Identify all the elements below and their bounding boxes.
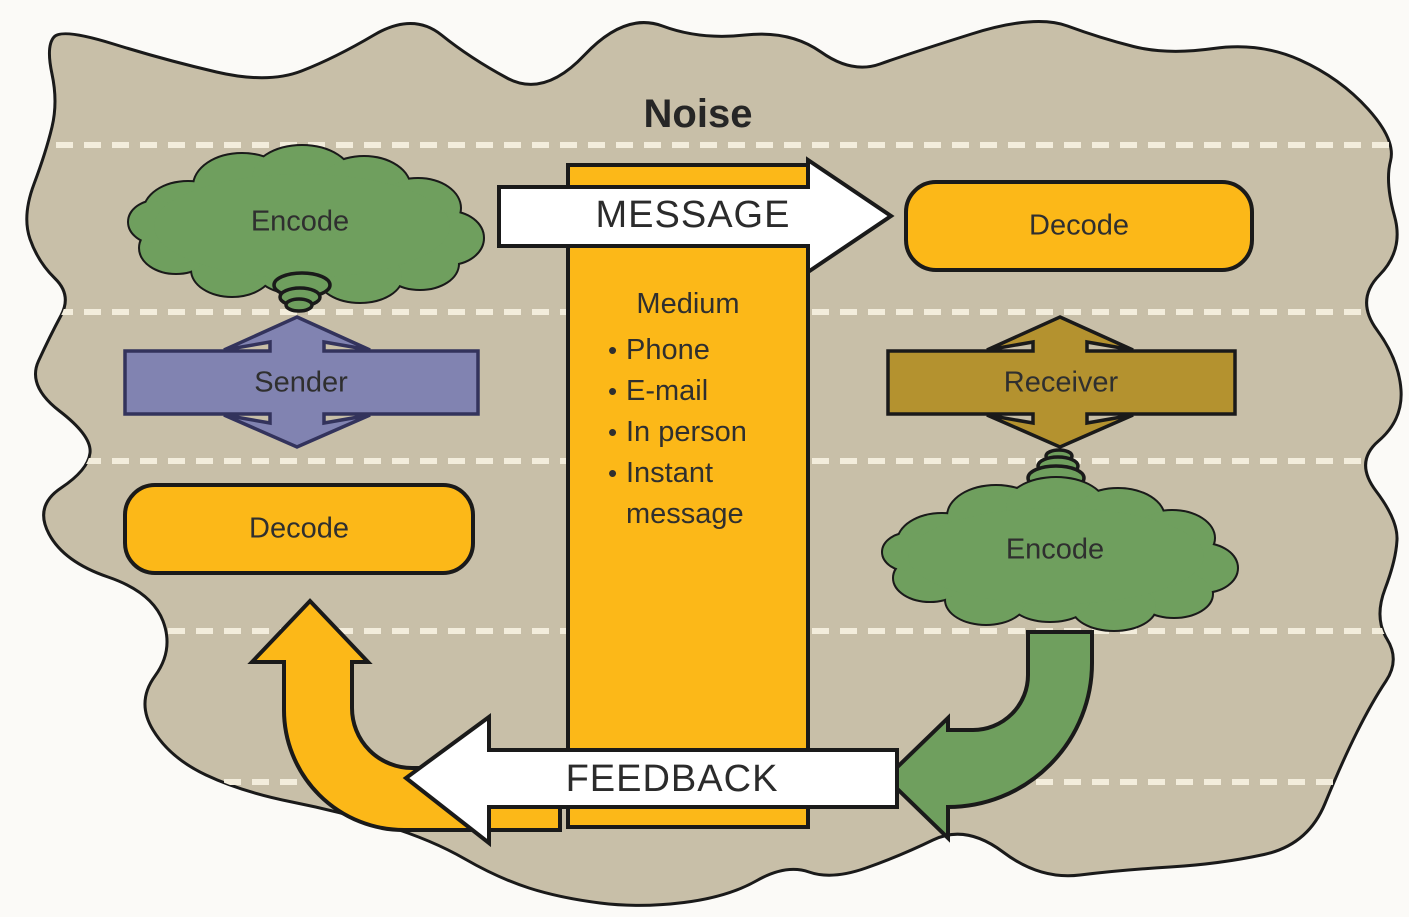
medium-item-label: Phone	[626, 334, 710, 366]
receiver-decode-label: Decode	[1029, 209, 1129, 242]
medium-item-label: In person	[626, 416, 747, 448]
receiver-decode-box	[904, 180, 1254, 272]
receiver-bar-with-double-arrow	[886, 315, 1237, 449]
message-arrow-label: MESSAGE	[595, 194, 791, 236]
feedback-arrow	[402, 713, 899, 848]
medium-column-box	[566, 163, 810, 829]
medium-title: Medium	[636, 288, 740, 320]
bullet-icon: •	[608, 458, 618, 488]
message-arrow	[497, 156, 895, 276]
receiver-encode-cloud	[881, 476, 1239, 632]
sender-decode-label: Decode	[249, 512, 349, 545]
receiver-double-arrow-shape	[886, 315, 1237, 449]
medium-list-item: • Phone	[608, 330, 818, 371]
cloud-bump	[154, 174, 450, 278]
cloud-bump	[908, 508, 1204, 604]
bullet-icon: •	[608, 376, 618, 406]
noise-title: Noise	[643, 92, 753, 136]
receiver-label: Receiver	[1003, 366, 1119, 399]
medium-item-label: E-mail	[626, 375, 709, 407]
sender-double-arrow-shape	[123, 315, 480, 449]
medium-list-item: • In person	[608, 412, 818, 453]
sender-decode-box	[123, 483, 475, 575]
medium-item-label: Instant message	[626, 457, 744, 530]
feedback-arrow-label: FEEDBACK	[565, 758, 779, 800]
receiver-encode-label: Encode	[1005, 533, 1105, 566]
medium-options-list: • Phone • E-mail • In person • Instant m…	[608, 330, 818, 535]
medium-list-item: • Instant message	[608, 453, 818, 535]
sender-cloud-tail-bubble	[284, 297, 314, 313]
sender-bar-with-double-arrow	[123, 315, 480, 449]
encode-curved-arrow-green	[883, 630, 1094, 843]
medium-list-item: • E-mail	[608, 371, 818, 412]
bullet-icon: •	[608, 417, 618, 447]
bullet-icon: •	[608, 335, 618, 365]
sender-label: Sender	[254, 366, 348, 399]
sender-encode-label: Encode	[250, 205, 350, 238]
sender-encode-cloud	[127, 144, 485, 304]
